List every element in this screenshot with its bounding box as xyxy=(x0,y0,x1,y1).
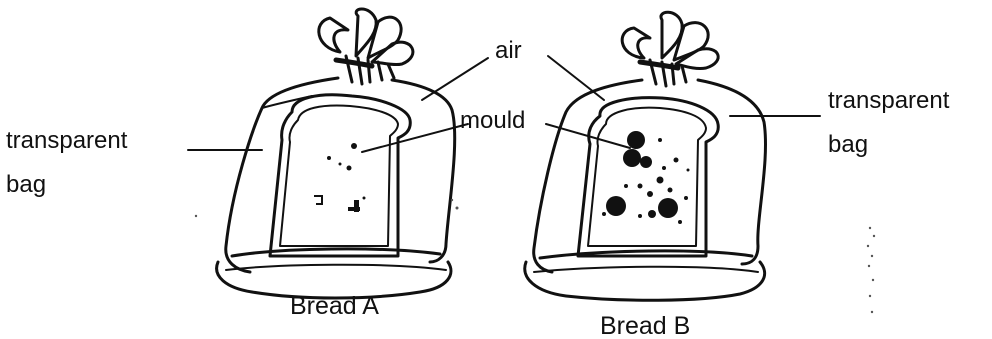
bag-a-outline xyxy=(217,78,455,298)
bread-b-mould-spots xyxy=(602,131,690,224)
bread-a-mould-spots xyxy=(314,143,366,212)
bread-b-figure xyxy=(525,12,766,300)
right-bag-label-line2: bag xyxy=(828,131,868,158)
air-label: air xyxy=(495,37,522,64)
left-bag-label-line1: transparent xyxy=(6,127,128,154)
left-bag-label-line2: bag xyxy=(6,171,46,198)
bread-b-slice xyxy=(578,98,718,256)
leader-air-a xyxy=(422,58,488,100)
bread-a-slice xyxy=(270,95,410,256)
leader-air-b xyxy=(548,56,604,100)
bag-b-knot xyxy=(622,12,718,86)
caption-bread-a: Bread A xyxy=(290,292,379,320)
caption-bread-b: Bread B xyxy=(600,312,690,339)
leader-mould-a xyxy=(362,124,468,152)
bread-a-figure xyxy=(217,9,455,298)
bag-a-knot xyxy=(319,9,413,84)
right-bag-label-line1: transparent xyxy=(828,87,950,114)
mould-label: mould xyxy=(460,107,525,134)
bag-b-outline xyxy=(525,80,766,300)
